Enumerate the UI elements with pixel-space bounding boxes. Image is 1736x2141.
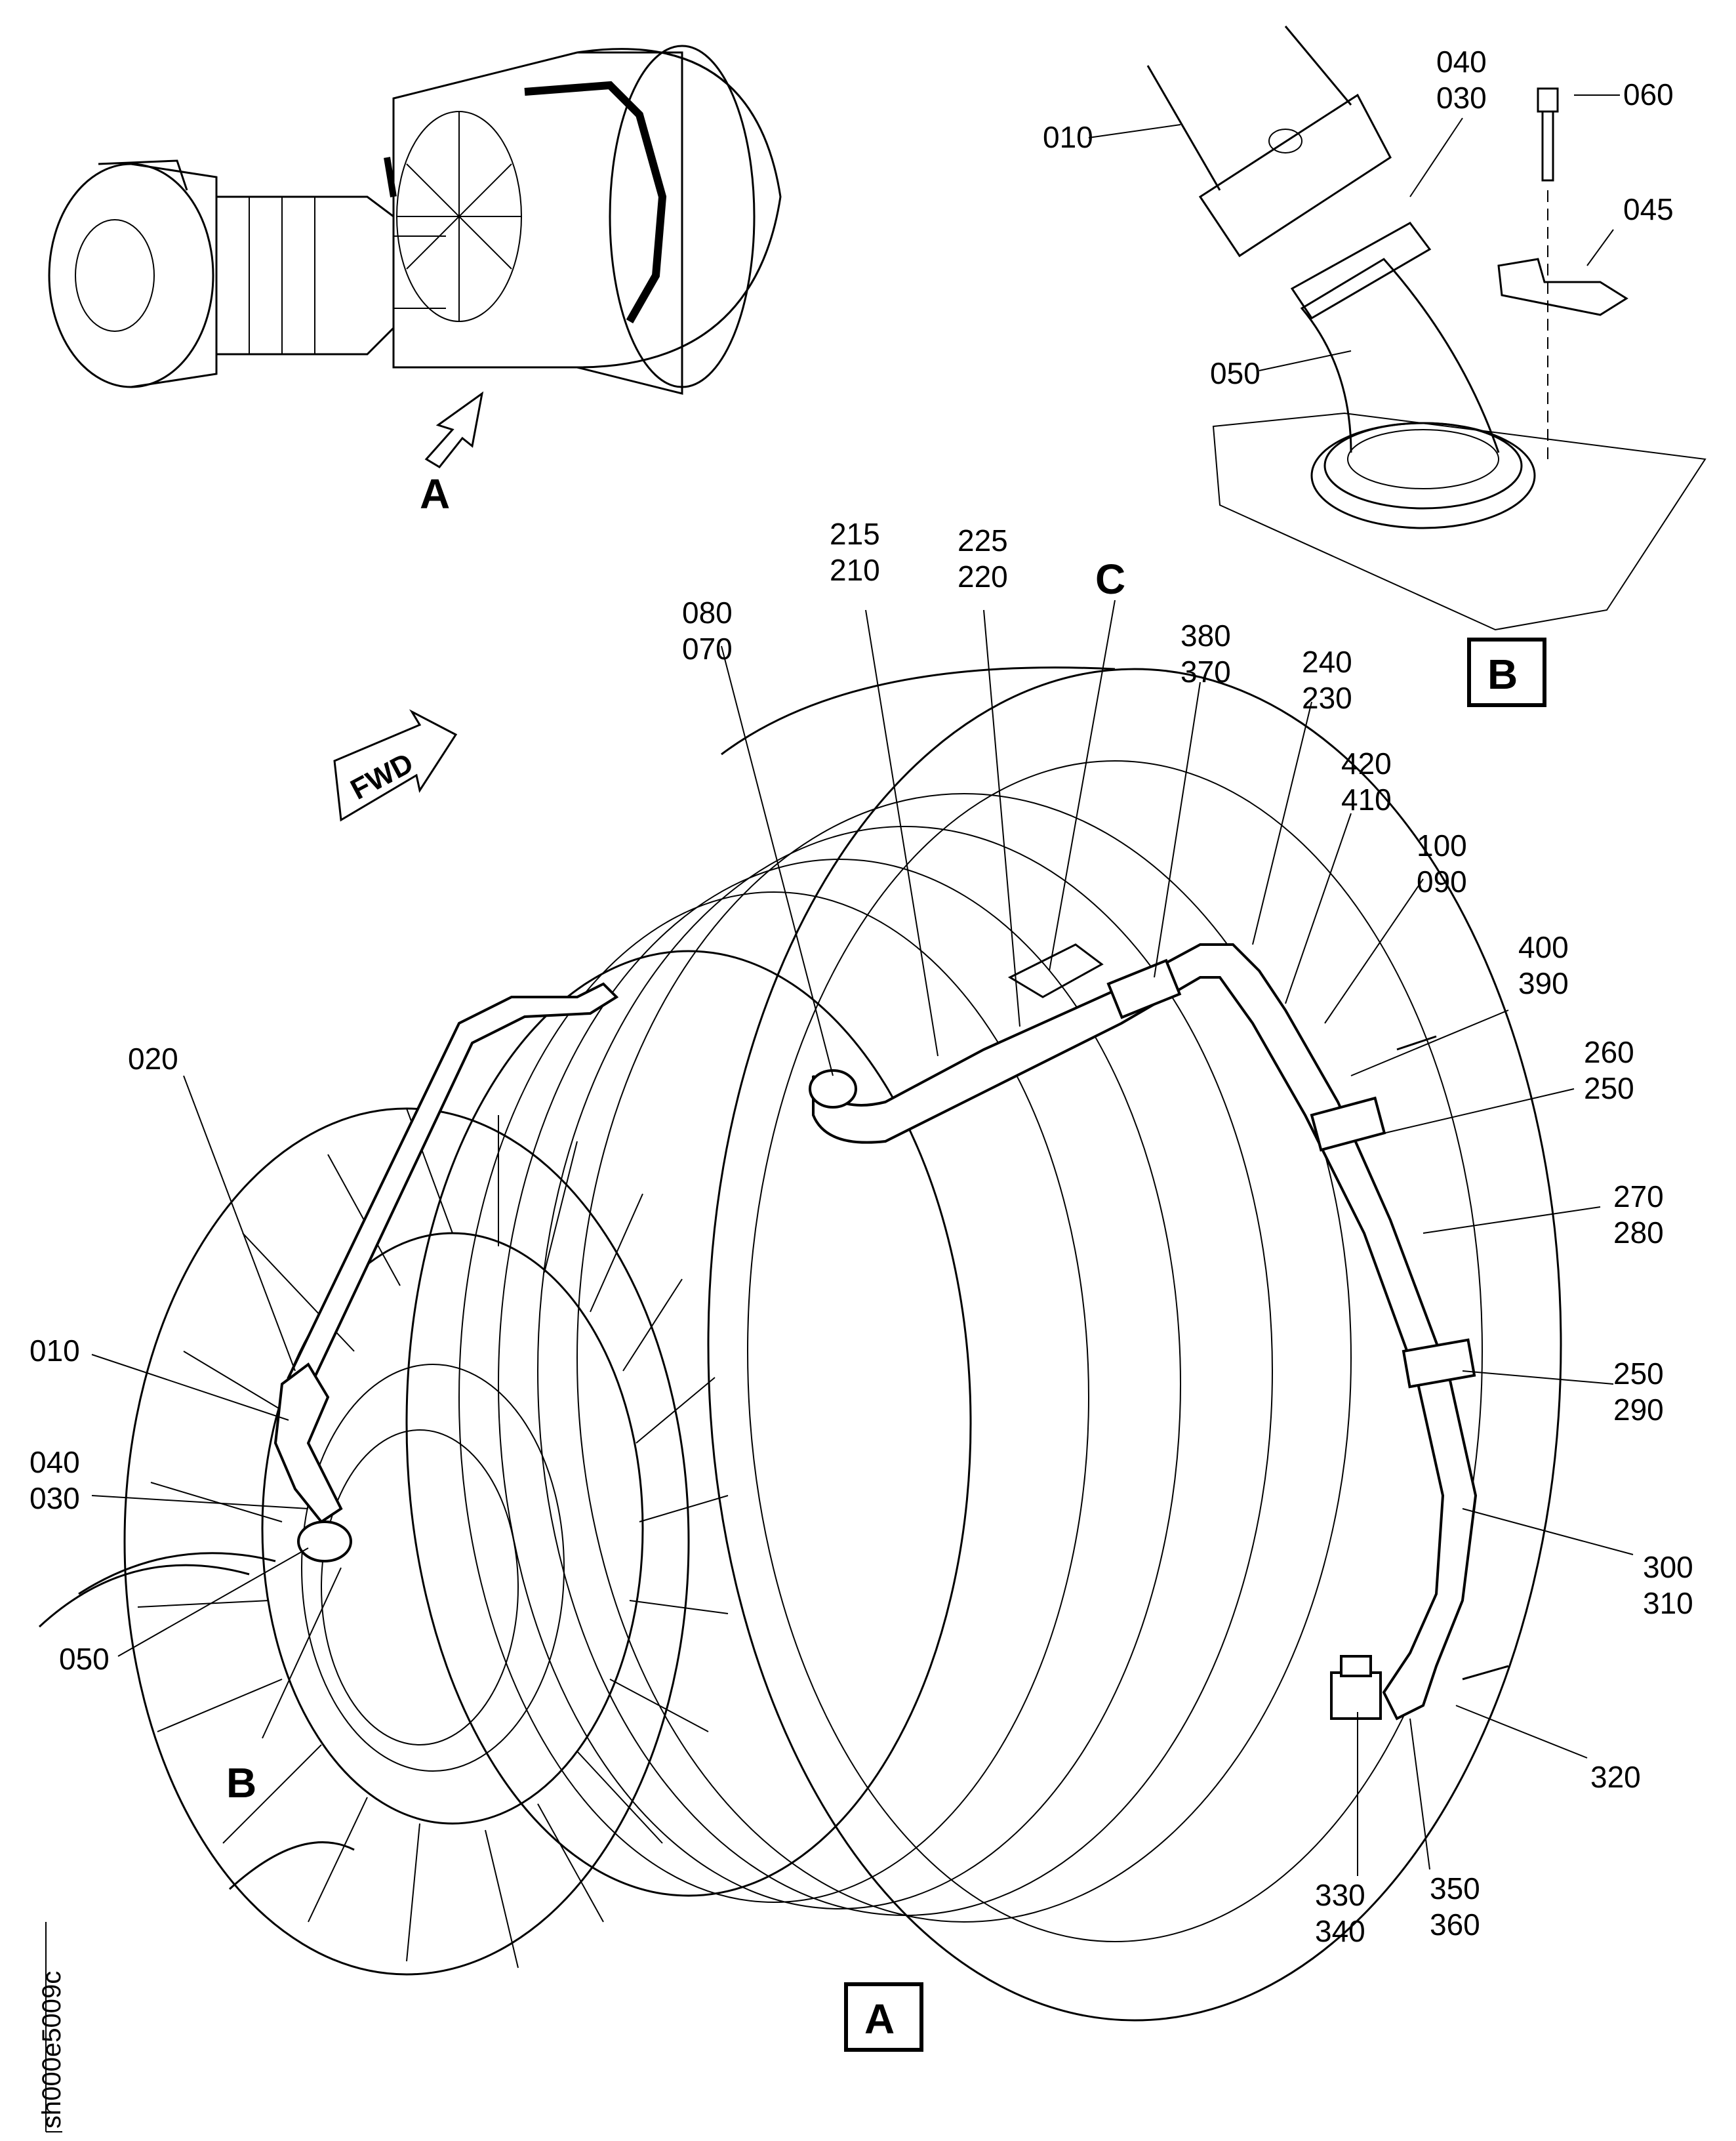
svg-text:270: 270 — [1613, 1179, 1664, 1213]
main-labels: 215 210 225 220 080 070 380 370 240 230 … — [30, 517, 1693, 1948]
drawing-id-bracket — [45, 1922, 62, 2132]
svg-text:410: 410 — [1341, 783, 1392, 817]
overview-engine — [48, 45, 782, 395]
svg-text:350: 350 — [1430, 1871, 1480, 1906]
svg-text:010: 010 — [30, 1334, 80, 1368]
drawing-id: sh000e5009c — [37, 1971, 66, 2129]
svg-text:030: 030 — [1436, 81, 1487, 115]
svg-text:040: 040 — [1436, 45, 1487, 79]
svg-text:300: 300 — [1643, 1550, 1693, 1584]
view-a-arrow — [424, 391, 484, 468]
view-a-label-box — [844, 1982, 923, 2052]
svg-text:390: 390 — [1518, 966, 1569, 1000]
detail-b-label: B — [1487, 651, 1518, 698]
svg-text:215: 215 — [830, 517, 880, 551]
svg-text:220: 220 — [958, 560, 1008, 594]
svg-text:370: 370 — [1181, 655, 1231, 689]
svg-text:045: 045 — [1623, 192, 1674, 226]
svg-text:090: 090 — [1417, 865, 1467, 899]
svg-text:210: 210 — [830, 553, 880, 587]
detail-b-drawing — [1146, 26, 1706, 631]
svg-text:240: 240 — [1302, 645, 1352, 679]
svg-text:070: 070 — [682, 632, 733, 666]
svg-text:420: 420 — [1341, 746, 1392, 781]
main-engine-drawing — [38, 666, 1562, 2022]
svg-text:400: 400 — [1518, 930, 1569, 964]
svg-text:230: 230 — [1302, 681, 1352, 715]
view-c-label: C — [1095, 556, 1125, 603]
svg-text:020: 020 — [128, 1042, 178, 1076]
svg-text:260: 260 — [1584, 1035, 1634, 1069]
svg-text:310: 310 — [1643, 1586, 1693, 1620]
svg-text:225: 225 — [958, 523, 1008, 558]
svg-text:360: 360 — [1430, 1907, 1480, 1942]
svg-text:380: 380 — [1181, 619, 1231, 653]
svg-text:010: 010 — [1043, 120, 1093, 154]
overview-view-label-a: A — [420, 470, 450, 518]
svg-text:290: 290 — [1613, 1393, 1664, 1427]
svg-text:040: 040 — [30, 1445, 80, 1479]
view-a-label: A — [864, 1995, 895, 2043]
svg-text:B: B — [226, 1759, 256, 1806]
svg-text:100: 100 — [1417, 828, 1467, 863]
svg-text:060: 060 — [1623, 77, 1674, 112]
svg-text:340: 340 — [1315, 1914, 1365, 1948]
main-leaders — [91, 600, 1634, 1876]
detail-b-labels: 010 040 030 060 045 050 — [1043, 45, 1674, 390]
svg-text:330: 330 — [1315, 1878, 1365, 1912]
fwd-arrow — [333, 709, 458, 822]
svg-text:050: 050 — [1210, 356, 1261, 390]
svg-text:080: 080 — [682, 596, 733, 630]
svg-text:030: 030 — [30, 1481, 80, 1515]
svg-text:280: 280 — [1613, 1215, 1664, 1250]
detail-b-label-box — [1467, 638, 1546, 707]
detail-b-leaders — [1088, 94, 1620, 371]
svg-text:050: 050 — [59, 1642, 110, 1676]
svg-text:320: 320 — [1590, 1760, 1641, 1794]
fwd-label: FWD — [346, 747, 418, 806]
svg-text:250: 250 — [1584, 1071, 1634, 1105]
svg-text:250: 250 — [1613, 1356, 1664, 1391]
